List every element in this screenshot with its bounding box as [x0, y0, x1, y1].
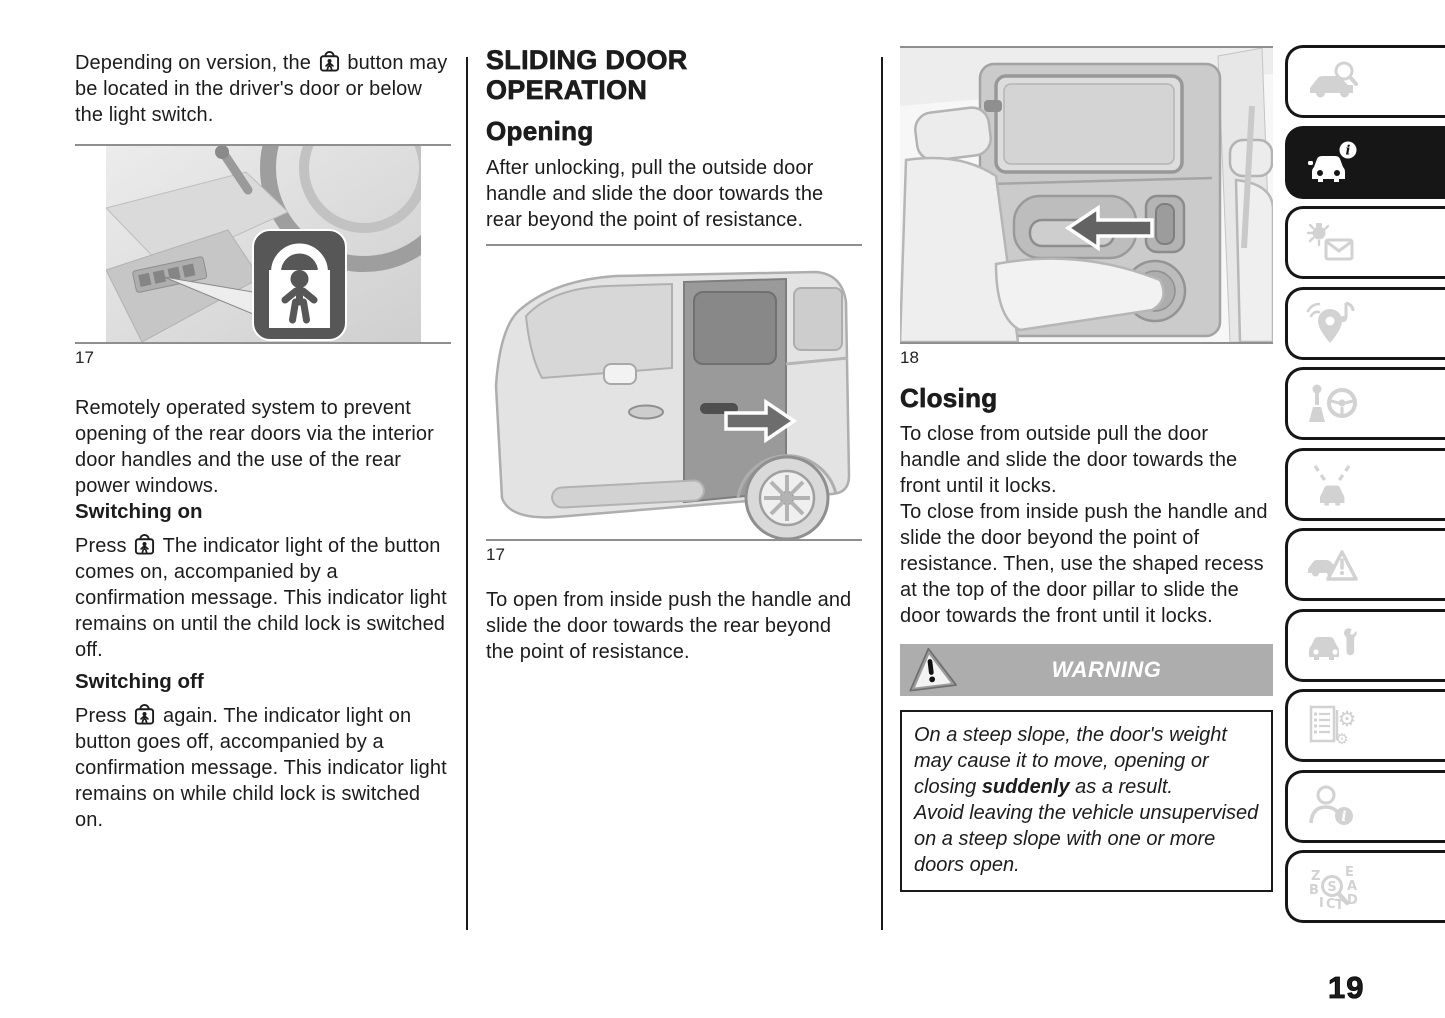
switching-on-before: Press	[75, 535, 127, 557]
gearshift-steering-icon	[1309, 384, 1357, 422]
child-lock-callout	[251, 229, 347, 341]
svg-text:A: A	[1347, 879, 1357, 894]
figure-caption: 17	[75, 348, 94, 367]
figure-rule-bottom	[900, 342, 1273, 344]
car-warning-triangle-icon	[1308, 549, 1358, 581]
sidebar-tab-navigation-media[interactable]	[1285, 286, 1445, 360]
section-tab-sidebar: i	[1285, 45, 1445, 923]
sidebar-tab-starting-driving[interactable]	[1285, 367, 1445, 440]
figure-18-interior	[898, 47, 1275, 344]
warning-bold-word: suddenly	[981, 776, 1070, 798]
sidebar-tab-technical-data[interactable]: ⚙ ⚙	[1285, 689, 1445, 762]
person-info-icon: i	[1309, 785, 1353, 825]
warning-text-1: On a steep slope, the door's weight may …	[914, 722, 1259, 800]
figure-caption: 18	[900, 348, 919, 367]
sidebar-tab-car-key-search[interactable]	[1285, 45, 1445, 118]
svg-text:i: i	[1346, 144, 1351, 159]
warning-light-message-icon	[1306, 222, 1354, 260]
opening-heading: Opening	[486, 116, 594, 146]
switching-off-paragraph: Press again. The indicator light on butt…	[75, 703, 451, 833]
svg-text:B: B	[1309, 883, 1319, 898]
middle-column: SLIDING DOOR OPERATION Opening After unl…	[486, 40, 862, 665]
svg-text:I: I	[1319, 896, 1324, 909]
column-divider	[466, 57, 468, 930]
van-side-illustration	[486, 246, 860, 541]
switching-off-before: Press	[75, 705, 127, 727]
closing-heading: Closing	[900, 383, 998, 413]
figure-rule-bottom	[486, 539, 862, 541]
svg-text:⚙: ⚙	[1338, 707, 1357, 731]
section-title: SLIDING DOOR OPERATION	[486, 45, 688, 106]
closing-paragraph-1: To close from outside pull the door hand…	[900, 423, 1238, 497]
page-number: 19	[1328, 970, 1365, 1006]
svg-text:C: C	[1326, 897, 1336, 909]
open-inside-paragraph: To open from inside push the handle and …	[486, 589, 852, 663]
child-lock-button-icon	[319, 51, 339, 72]
svg-text:T: T	[1335, 898, 1344, 909]
sidebar-tab-warning-lights[interactable]	[1285, 206, 1445, 279]
column-divider	[881, 57, 883, 930]
figure-17-van	[486, 246, 860, 541]
switching-on-heading: Switching on	[75, 500, 203, 523]
car-key-search-icon	[1310, 61, 1358, 97]
warning-seg2: as a result.	[1069, 776, 1173, 798]
svg-text:⚙: ⚙	[1335, 730, 1348, 748]
intro-paragraph: Depending on version, the button may be …	[75, 50, 451, 128]
dashboard-illustration	[104, 64, 468, 343]
svg-text:E: E	[1345, 865, 1354, 880]
switching-on-after: The indicator light of the button comes …	[75, 535, 447, 661]
warning-seg1: On a steep slope, the door's weight may …	[914, 724, 1227, 798]
car-info-icon: i	[1308, 141, 1357, 182]
driving-assistance-icon	[1313, 465, 1351, 506]
child-lock-button-icon	[135, 534, 155, 555]
svg-text:i: i	[1341, 809, 1346, 825]
switching-off-heading: Switching off	[75, 670, 204, 693]
checklist-gears-icon: ⚙ ⚙	[1309, 705, 1357, 748]
child-lock-button-icon	[135, 704, 155, 725]
warning-label: WARNING	[1051, 657, 1162, 682]
figure-caption: 17	[486, 545, 505, 564]
car-wrench-icon	[1309, 628, 1357, 660]
figure-rule-top	[486, 244, 862, 246]
interior-door-illustration	[898, 47, 1275, 344]
intro-text-before: Depending on version, the	[75, 52, 311, 74]
navigation-media-icon	[1306, 301, 1355, 343]
sidebar-tab-car-info[interactable]: i	[1285, 125, 1445, 199]
right-column: 18 Closing To close from outside pull th…	[898, 40, 1275, 892]
sidebar-tab-customer-info[interactable]: i	[1285, 769, 1445, 843]
figure-rule-bottom	[75, 342, 451, 344]
svg-text:S: S	[1327, 880, 1336, 895]
left-column: Depending on version, the button may be …	[75, 40, 468, 833]
sidebar-tab-emergency[interactable]	[1285, 528, 1445, 601]
warning-box: On a steep slope, the door's weight may …	[900, 710, 1273, 892]
figure-17-dashboard	[104, 64, 468, 343]
warning-triangle-icon	[905, 646, 958, 699]
svg-text:Z: Z	[1311, 869, 1320, 884]
svg-text:D: D	[1347, 893, 1358, 908]
switching-on-paragraph: Press The indicator light of the button …	[75, 533, 451, 663]
figure-rule-top	[75, 144, 451, 146]
warning-banner: WARNING	[900, 644, 1273, 696]
system-paragraph: Remotely operated system to prevent open…	[75, 397, 434, 497]
switching-off-after: again. The indicator light on button goe…	[75, 705, 447, 831]
closing-paragraph-2: To close from inside push the handle and…	[900, 501, 1268, 627]
figure-rule-top	[900, 46, 1273, 48]
opening-paragraph: After unlocking, pull the outside door h…	[486, 157, 824, 231]
intro-text-after: button may be located in the driver's do…	[75, 52, 448, 126]
sidebar-tab-driving-assistance[interactable]	[1285, 447, 1445, 521]
warning-text-2: Avoid leaving the vehicle unsupervised o…	[914, 802, 1259, 876]
sidebar-tab-servicing[interactable]	[1285, 608, 1445, 682]
